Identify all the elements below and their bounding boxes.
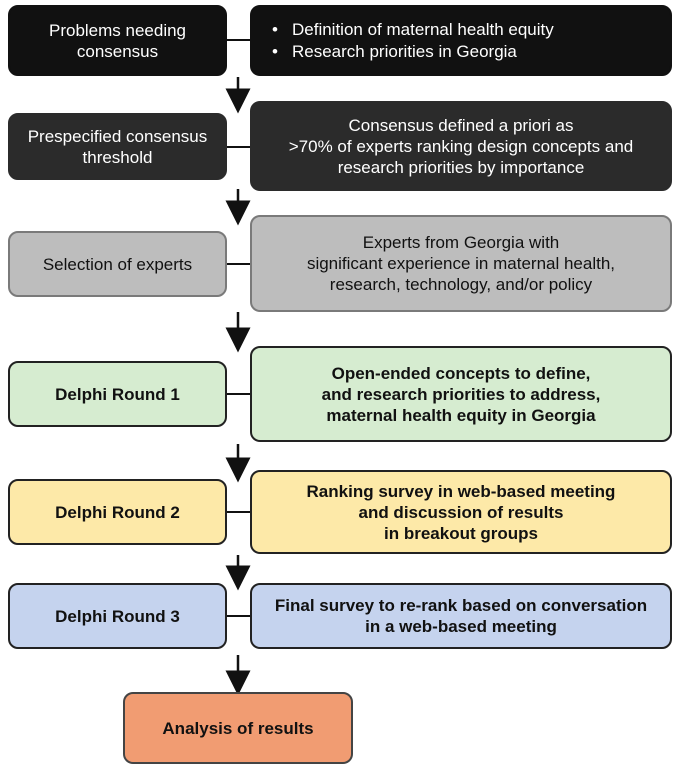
step-experts-detail: Experts from Georgia with significant ex…	[250, 215, 672, 312]
step-problems-detail: Definition of maternal health equity Res…	[250, 5, 672, 76]
step-experts-label: Selection of experts	[8, 231, 227, 297]
detail-line: research priorities by importance	[337, 157, 585, 177]
label-line: threshold	[82, 147, 153, 167]
step-delphi-round-1-detail: Open-ended concepts to define, and resea…	[250, 346, 672, 442]
step-delphi-round-2-label: Delphi Round 2	[8, 479, 227, 545]
detail-line: significant experience in maternal healt…	[306, 254, 616, 273]
label-line: Delphi Round 1	[55, 384, 180, 404]
label-line: Selection of experts	[42, 254, 193, 274]
label-line: Problems needing	[48, 20, 187, 40]
label-line: Delphi Round 2	[55, 502, 180, 522]
detail-line: Consensus defined a priori as	[348, 115, 574, 135]
detail-line: Ranking survey in web-based meeting	[306, 481, 616, 501]
step-delphi-round-2-detail: Ranking survey in web-based meeting and …	[250, 470, 672, 554]
label-line: Delphi Round 3	[55, 606, 180, 626]
step-threshold-label: Prespecified consensus threshold	[8, 113, 227, 180]
label-line: Analysis of results	[162, 718, 314, 738]
detail-line: in breakout groups	[384, 523, 538, 543]
step-delphi-round-3-label: Delphi Round 3	[8, 583, 227, 649]
detail-line: Experts from Georgia with	[362, 233, 560, 252]
step-problems-label: Problems needing consensus	[8, 5, 227, 76]
bullet-item: Research priorities in Georgia	[270, 41, 554, 63]
detail-line: research, technology, and/or policy	[329, 275, 593, 294]
detail-line: Final survey to re-rank based on convers…	[274, 596, 648, 615]
step-delphi-round-1-label: Delphi Round 1	[8, 361, 227, 427]
detail-line: >70% of experts ranking design concepts …	[288, 136, 634, 156]
detail-line: Open-ended concepts to define,	[331, 363, 591, 383]
step-delphi-round-3-detail: Final survey to re-rank based on convers…	[250, 583, 672, 649]
step-analysis-of-results: Analysis of results	[123, 692, 353, 764]
label-line: Prespecified consensus	[27, 126, 208, 146]
bullet-item: Definition of maternal health equity	[270, 19, 554, 41]
detail-line: and research priorities to address,	[321, 384, 601, 404]
label-line: consensus	[76, 41, 159, 61]
detail-line: in a web-based meeting	[365, 617, 557, 636]
problems-bullet-list: Definition of maternal health equity Res…	[270, 19, 554, 63]
detail-line: and discussion of results	[358, 502, 564, 522]
step-threshold-detail: Consensus defined a priori as >70% of ex…	[250, 101, 672, 191]
detail-line: maternal health equity in Georgia	[326, 405, 596, 425]
